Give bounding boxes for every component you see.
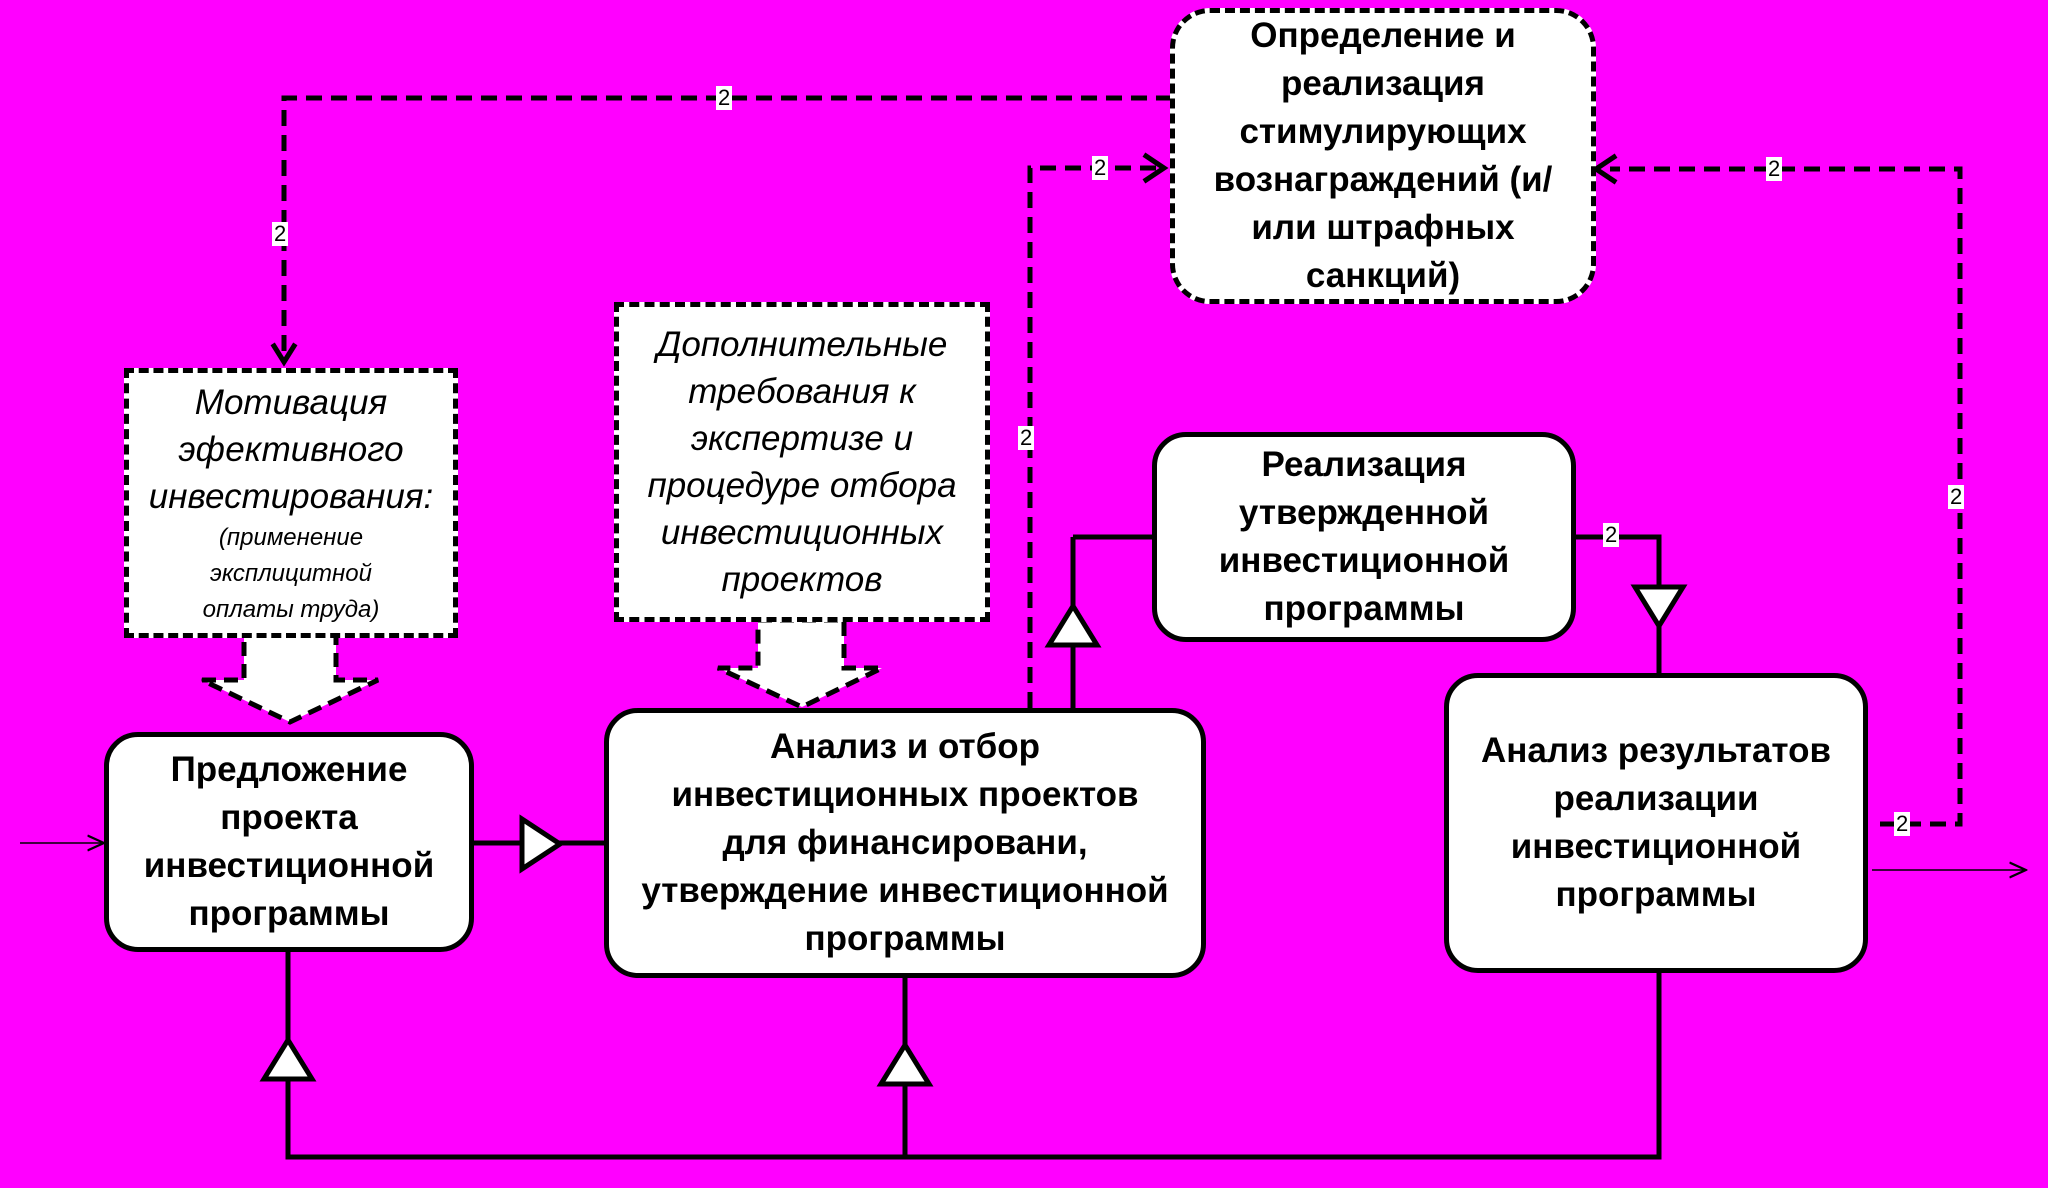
requirements-block-arrow (716, 617, 884, 710)
rewards-box: Определение и реализация стимулирующих в… (1170, 8, 1596, 304)
edge-label: 2 (716, 85, 733, 110)
edge-label: 2 (1603, 522, 1620, 547)
triangle-right-icon (519, 814, 565, 874)
edge-label: 2 (1092, 155, 1109, 180)
motivation-block-arrow (200, 632, 380, 725)
edge-label: 2 (272, 221, 289, 246)
proposal-text: Предложение проекта инвестиционной прогр… (143, 750, 435, 933)
motivation-box: Мотивация эфективного инвестирования: (п… (124, 368, 458, 638)
triangle-up-icon (1044, 601, 1102, 648)
triangle-up-icon (259, 1035, 317, 1082)
edge-label: 2 (1894, 811, 1911, 836)
analysis-box: Анализ и отбор инвестиционных проектов д… (604, 708, 1206, 978)
results-box: Анализ результатов реализации инвестицио… (1444, 673, 1868, 973)
dashed-arrowheads (270, 152, 1618, 367)
triangle-up-icon (876, 1040, 934, 1087)
motivation-main-text: Мотивация эфективного инвестирования: (148, 382, 434, 516)
motivation-sub-text: (применение эксплицитной оплаты труда) (202, 523, 380, 623)
arrowhead-icon (1591, 153, 1618, 185)
flow-triangles (259, 584, 1688, 1087)
edge-label: 2 (1766, 156, 1783, 181)
edge-label: 2 (1948, 484, 1965, 509)
requirements-text: Дополнительные требования к экспертизе и… (647, 325, 957, 599)
implementation-text: Реализация утвержденной инвестиционной п… (1218, 445, 1510, 628)
rewards-text: Определение и реализация стимулирующих в… (1213, 16, 1553, 295)
arrowhead-icon (1142, 152, 1169, 184)
edge-label: 2 (1018, 425, 1035, 450)
proposal-box: Предложение проекта инвестиционной прогр… (104, 732, 474, 952)
requirements-box: Дополнительные требования к экспертизе и… (614, 302, 990, 622)
results-text: Анализ результатов реализации инвестицио… (1481, 731, 1831, 914)
analysis-text: Анализ и отбор инвестиционных проектов д… (641, 727, 1169, 958)
triangle-down-icon (1630, 584, 1688, 631)
implementation-box: Реализация утвержденной инвестиционной п… (1152, 432, 1576, 642)
arrowhead-icon (270, 342, 298, 367)
